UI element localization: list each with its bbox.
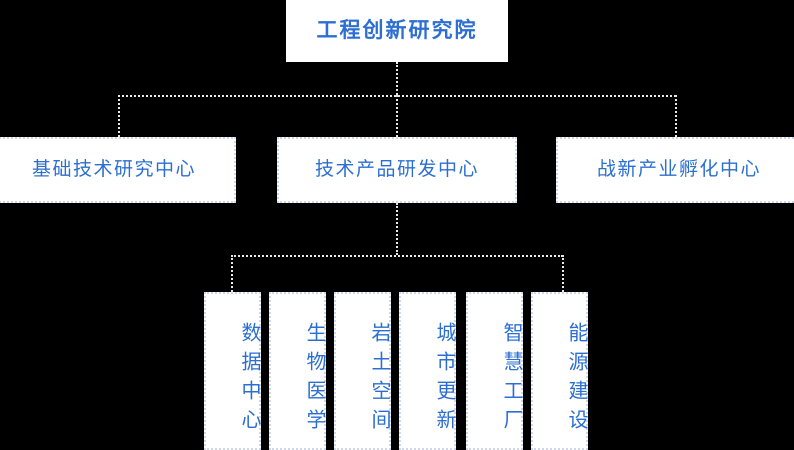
org-node-level2-label: 基础技术研究中心 bbox=[31, 158, 196, 180]
org-node-energy-construction[interactable]: 能源建设 bbox=[531, 292, 588, 450]
org-node-level3-label: 城市更新 bbox=[433, 322, 455, 438]
connector-root-to-bus bbox=[396, 62, 398, 95]
org-node-geotechnical-space[interactable]: 岩土空间 bbox=[334, 292, 391, 450]
connector-bus-to-level3-left bbox=[231, 255, 233, 292]
connector-level3-bus bbox=[231, 255, 563, 257]
org-node-root[interactable]: 工程创新研究院 bbox=[286, 0, 508, 62]
org-node-level3-label: 智慧工厂 bbox=[500, 322, 522, 438]
connector-bus-to-level2-right bbox=[675, 95, 677, 137]
org-node-level3-label: 岩土空间 bbox=[368, 322, 390, 438]
org-node-basic-tech-research-center[interactable]: 基础技术研究中心 bbox=[0, 137, 236, 203]
connector-level2-mid-to-bus bbox=[396, 203, 398, 255]
org-node-level3-label: 生物医学 bbox=[303, 322, 325, 438]
connector-bus-to-level3-right bbox=[562, 255, 564, 292]
org-node-level3-label: 能源建设 bbox=[565, 322, 587, 438]
connector-bus-to-level2-left bbox=[118, 95, 120, 137]
org-node-smart-factory[interactable]: 智慧工厂 bbox=[466, 292, 523, 450]
org-node-urban-renewal[interactable]: 城市更新 bbox=[399, 292, 456, 450]
org-node-strategic-industry-incubation-center[interactable]: 战新产业孵化中心 bbox=[556, 137, 794, 203]
org-node-level2-label: 战新产业孵化中心 bbox=[596, 158, 761, 180]
org-node-level3-label: 数据中心 bbox=[238, 322, 260, 438]
org-node-data-center[interactable]: 数据中心 bbox=[204, 292, 261, 450]
org-node-level2-label: 技术产品研发中心 bbox=[314, 158, 479, 180]
org-node-biomedicine[interactable]: 生物医学 bbox=[269, 292, 326, 450]
connector-bus-to-level2-mid bbox=[396, 95, 398, 137]
org-node-root-label: 工程创新研究院 bbox=[316, 19, 478, 43]
org-node-tech-product-rnd-center[interactable]: 技术产品研发中心 bbox=[277, 137, 517, 203]
